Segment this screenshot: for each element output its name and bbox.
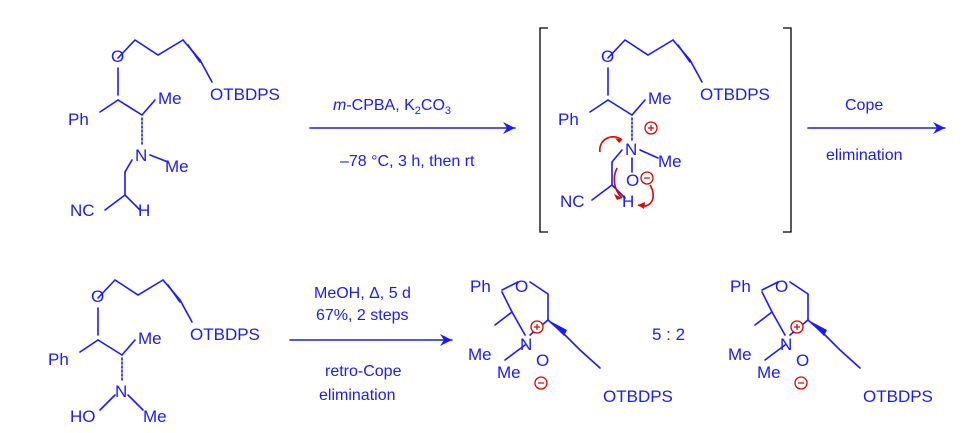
atom-NMe: Me xyxy=(165,157,189,176)
atom-OTBDPS: OTBDPS xyxy=(190,325,260,344)
hydroxylamine-product: O Ph Me N HO Me OTBDPS xyxy=(48,278,260,426)
atom-O: O xyxy=(91,287,104,306)
atom-O-minus: O xyxy=(796,351,809,370)
curved-arrow-icon xyxy=(613,167,623,199)
reaction-arrow-2: Cope elimination xyxy=(807,97,946,164)
atom-N: N xyxy=(115,382,127,401)
step-3-line-2: 67%, 2 steps xyxy=(316,307,409,324)
atom-O: O xyxy=(515,277,528,296)
atom-OTBDPS: OTBDPS xyxy=(210,85,280,104)
atom-NMe: Me xyxy=(658,152,682,171)
reagents-step-1: m-CPBA, K2CO3 xyxy=(333,97,451,117)
atom-NMe: Me xyxy=(143,407,167,426)
atom-NC: NC xyxy=(560,192,585,211)
atom-NMe: Me xyxy=(757,363,781,382)
atom-NC: NC xyxy=(70,201,95,220)
curved-arrow-icon xyxy=(637,184,654,207)
atom-Ph: Ph xyxy=(48,350,69,369)
atom-N: N xyxy=(625,140,637,159)
atom-Me: Me xyxy=(468,345,492,364)
product-b: Ph O Me N Me O OTBDPS xyxy=(728,277,933,406)
atom-Ph: Ph xyxy=(558,110,579,129)
atom-N: N xyxy=(520,335,532,354)
curved-arrow-icon xyxy=(599,136,623,153)
atom-Me: Me xyxy=(728,345,752,364)
atom-OTBDPS: OTBDPS xyxy=(603,387,673,406)
atom-O: O xyxy=(601,47,614,66)
atom-N: N xyxy=(780,335,792,354)
atom-Me: Me xyxy=(158,89,182,108)
compound-1-starting-material: O Ph Me N Me NC H OTBDPS xyxy=(68,38,280,220)
step-3-line-3: retro-Cope xyxy=(325,363,402,380)
step-3-line-1: MeOH, Δ, 5 d xyxy=(314,285,411,302)
atom-OTBDPS: OTBDPS xyxy=(863,387,933,406)
step-2-line-1: Cope xyxy=(845,97,883,114)
atom-Ph: Ph xyxy=(68,110,89,129)
atom-O: O xyxy=(775,277,788,296)
atom-Me: Me xyxy=(138,329,162,348)
atom-H: H xyxy=(622,192,634,211)
conditions-step-1: –78 °C, 3 h, then rt xyxy=(340,153,475,170)
atom-O-minus: O xyxy=(536,351,549,370)
atom-Ph: Ph xyxy=(730,277,751,296)
intermediate-n-oxide: O Ph Me N Me O NC H OTBDPS xyxy=(539,27,792,233)
product-a: Ph O Me N Me O OTBDPS xyxy=(468,277,673,406)
atom-H: H xyxy=(138,201,150,220)
atom-NMe: Me xyxy=(497,363,521,382)
atom-O: O xyxy=(111,47,124,66)
reaction-arrow-3: MeOH, Δ, 5 d 67%, 2 steps retro-Cope eli… xyxy=(289,285,453,404)
atom-OTBDPS: OTBDPS xyxy=(700,85,770,104)
step-2-line-2: elimination xyxy=(826,147,902,164)
atom-O-minus: O xyxy=(626,171,639,190)
diastereomer-ratio: 5 : 2 xyxy=(652,325,685,344)
atom-Ph: Ph xyxy=(470,277,491,296)
reaction-arrow-1: m-CPBA, K2CO3 –78 °C, 3 h, then rt xyxy=(309,97,516,170)
atom-Me: Me xyxy=(648,89,672,108)
atom-N: N xyxy=(135,146,147,165)
atom-HO: HO xyxy=(70,407,96,426)
step-3-line-4: elimination xyxy=(319,387,395,404)
